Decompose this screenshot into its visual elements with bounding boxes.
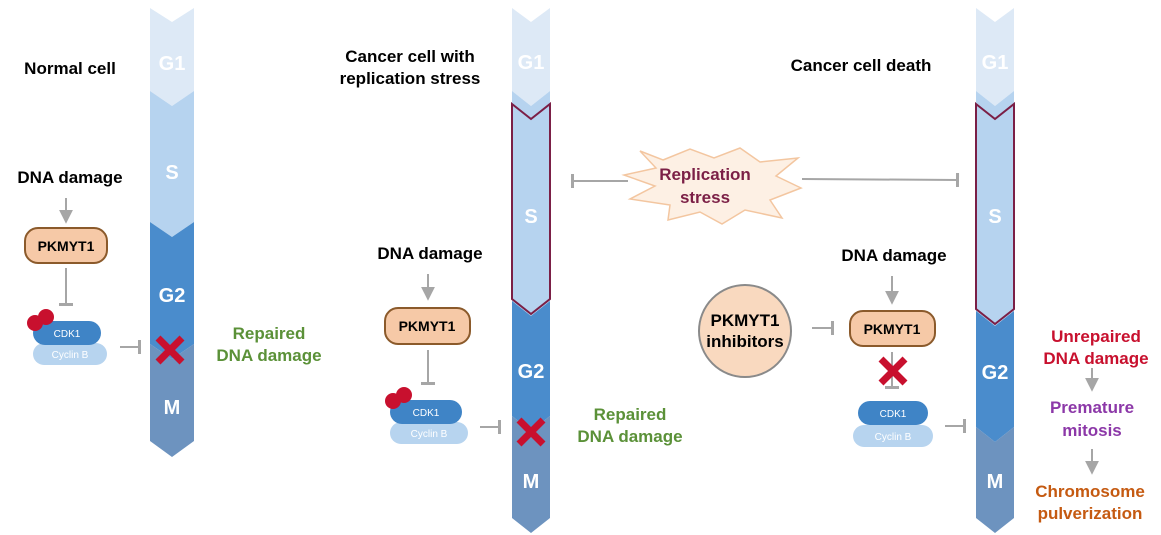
cdk1-shape xyxy=(858,401,928,425)
cyclin-b-label: Cyclin B xyxy=(411,429,448,440)
phase-label-s: S xyxy=(524,206,537,228)
panel-title-line2: replication stress xyxy=(340,69,481,88)
cdk1-cyclin-b-complex: Cyclin B CDK1 xyxy=(27,309,107,365)
phase-label-g1: G1 xyxy=(159,53,186,75)
phase-s-segment xyxy=(150,91,194,237)
stress-to-panel3-inhibition xyxy=(801,172,960,188)
phosphate-dot xyxy=(396,387,412,403)
phase-g1-segment xyxy=(150,8,194,106)
phase-s-segment xyxy=(976,91,1014,326)
cyclin-b-shape xyxy=(853,425,933,447)
premature-label-line1: Premature xyxy=(1050,398,1134,417)
cell-cycle-arrow: G1 S G2 M xyxy=(150,8,194,457)
cdk1-label: CDK1 xyxy=(54,329,81,340)
inhibitor-label-line1: PKMYT1 xyxy=(711,311,780,330)
panel-cancer-cell-replication-stress: Cancer cell with replication stress G1 S… xyxy=(340,8,683,533)
replication-stress-line1: Replication xyxy=(659,165,751,184)
pkmyt1-box xyxy=(849,310,936,347)
cell-cycle-arrow: G1 S G2 M xyxy=(975,8,1015,533)
outcome-label-line2: DNA damage xyxy=(577,427,682,446)
replication-stress-callout: Replication stress xyxy=(571,147,960,225)
panel-title: Cancer cell death xyxy=(791,56,932,75)
phase-label-s: S xyxy=(165,162,178,184)
cdk1-cyclin-b-complex: Cyclin B CDK1 xyxy=(853,401,933,447)
pulverization-label-line1: Chromosome xyxy=(1035,482,1145,501)
phosphate-dot xyxy=(38,309,54,325)
outcome-label-line1: Repaired xyxy=(233,324,306,343)
pkmyt1-box xyxy=(24,227,108,264)
phase-label-g2: G2 xyxy=(982,362,1009,384)
cell-cycle-arrow: G1 S G2 M xyxy=(511,8,551,533)
cyclin-b-shape xyxy=(33,343,107,365)
cdk1-label: CDK1 xyxy=(413,408,440,419)
unrepaired-label-line2: DNA damage xyxy=(1043,349,1148,368)
phase-g1-segment xyxy=(512,8,550,106)
dna-damage-label: DNA damage xyxy=(841,246,946,265)
phase-g2-segment xyxy=(150,222,194,359)
phase-label-g1: G1 xyxy=(982,52,1009,74)
cyclin-b-label: Cyclin B xyxy=(875,432,912,443)
panel-normal-cell: Normal cell G1 S G2 M DNA damage PKMYT1 … xyxy=(17,8,322,457)
cdk1-shape xyxy=(390,400,462,424)
phase-label-g2: G2 xyxy=(518,361,545,383)
phase-s-segment xyxy=(512,91,550,316)
pkmyt1-inhibitors-circle xyxy=(698,284,792,378)
cdk1-label: CDK1 xyxy=(880,409,907,420)
phase-m-segment xyxy=(150,344,194,457)
cdk1-shape xyxy=(33,321,101,345)
extended-s-outline xyxy=(511,101,551,316)
phase-label-m: M xyxy=(523,471,540,493)
pulverization-label-line2: pulverization xyxy=(1038,504,1143,523)
replication-stress-line2: stress xyxy=(680,188,730,207)
phase-m-segment xyxy=(976,427,1014,533)
panel-cancer-cell-death: Cancer cell death G1 S G2 M DNA damage P… xyxy=(698,8,1149,533)
panel-title-line1: Cancer cell with xyxy=(345,47,474,66)
premature-label-line2: mitosis xyxy=(1062,421,1122,440)
phase-label-m: M xyxy=(987,471,1004,493)
cdk1-cyclin-b-complex: Cyclin B CDK1 xyxy=(385,387,468,444)
unrepaired-label-line1: Unrepaired xyxy=(1051,327,1141,346)
pkmyt1-label: PKMYT1 xyxy=(38,238,95,254)
phase-g2-segment xyxy=(512,301,550,431)
phase-g1-segment xyxy=(976,8,1014,106)
phase-label-g2: G2 xyxy=(159,285,186,307)
inhibitor-label-line2: inhibitors xyxy=(706,332,783,351)
extended-s-outline xyxy=(975,101,1015,326)
starburst-shape xyxy=(621,147,803,225)
cyclin-b-shape xyxy=(390,422,468,444)
pkmyt1-box xyxy=(384,307,471,345)
outcome-label-line2: DNA damage xyxy=(216,346,321,365)
panel-title: Normal cell xyxy=(24,59,116,78)
cyclin-b-label: Cyclin B xyxy=(52,350,89,361)
dna-damage-label: DNA damage xyxy=(377,244,482,263)
pkmyt1-label: PKMYT1 xyxy=(399,318,456,334)
phase-label-g1: G1 xyxy=(518,52,545,74)
phase-label-s: S xyxy=(988,206,1001,228)
pkmyt1-label: PKMYT1 xyxy=(864,321,921,337)
dna-damage-label: DNA damage xyxy=(17,168,122,187)
phase-g2-segment xyxy=(976,311,1014,442)
phase-label-m: M xyxy=(164,397,181,419)
outcome-label-line1: Repaired xyxy=(594,405,667,424)
